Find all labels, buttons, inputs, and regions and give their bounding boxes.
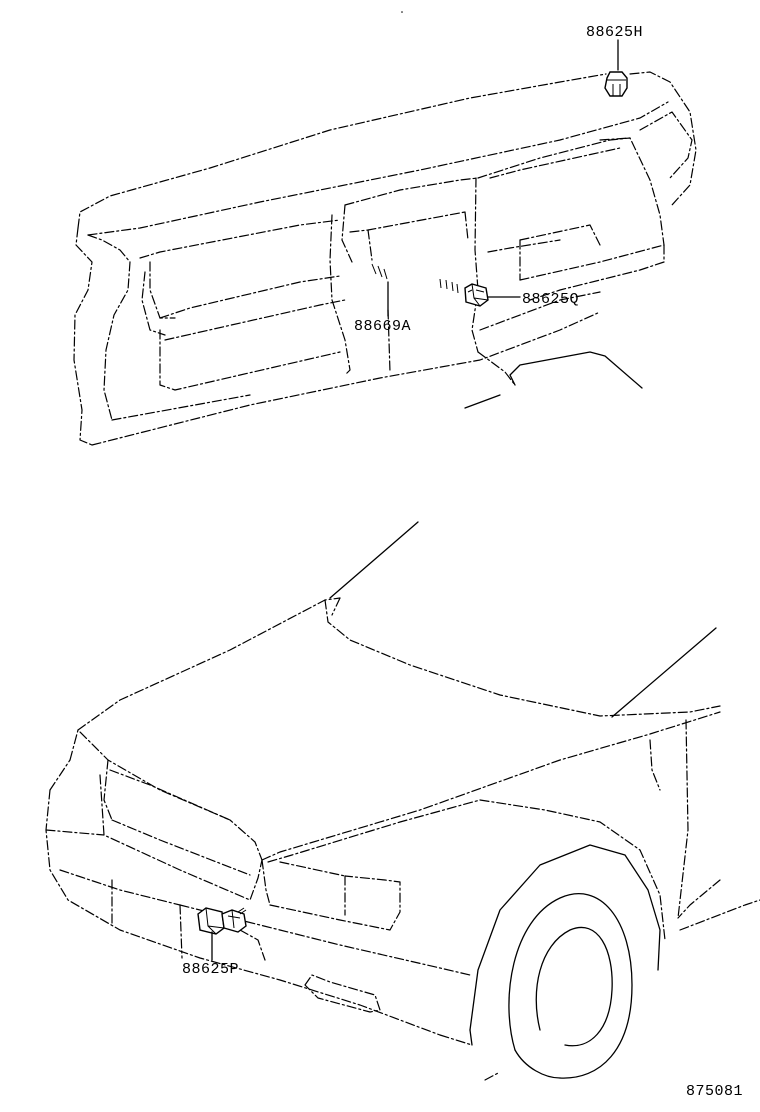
vehicle-front-drawing [45,521,760,1081]
print-dot [401,11,403,13]
part-label-88625P: 88625P [182,961,239,978]
aspirator-hose-icon [370,263,464,294]
part-label-88625H: 88625H [586,24,643,41]
part-label-88669A: 88669A [354,318,411,335]
part-label-88625Q: 88625Q [522,291,579,308]
instrument-panel-drawing [73,71,697,446]
ambient-sensor-icon [197,907,247,935]
solar-sensor-icon [604,71,628,97]
drawing-number: 875081 [686,1083,743,1100]
thermistor-icon [464,283,489,307]
console-lines [464,351,643,409]
